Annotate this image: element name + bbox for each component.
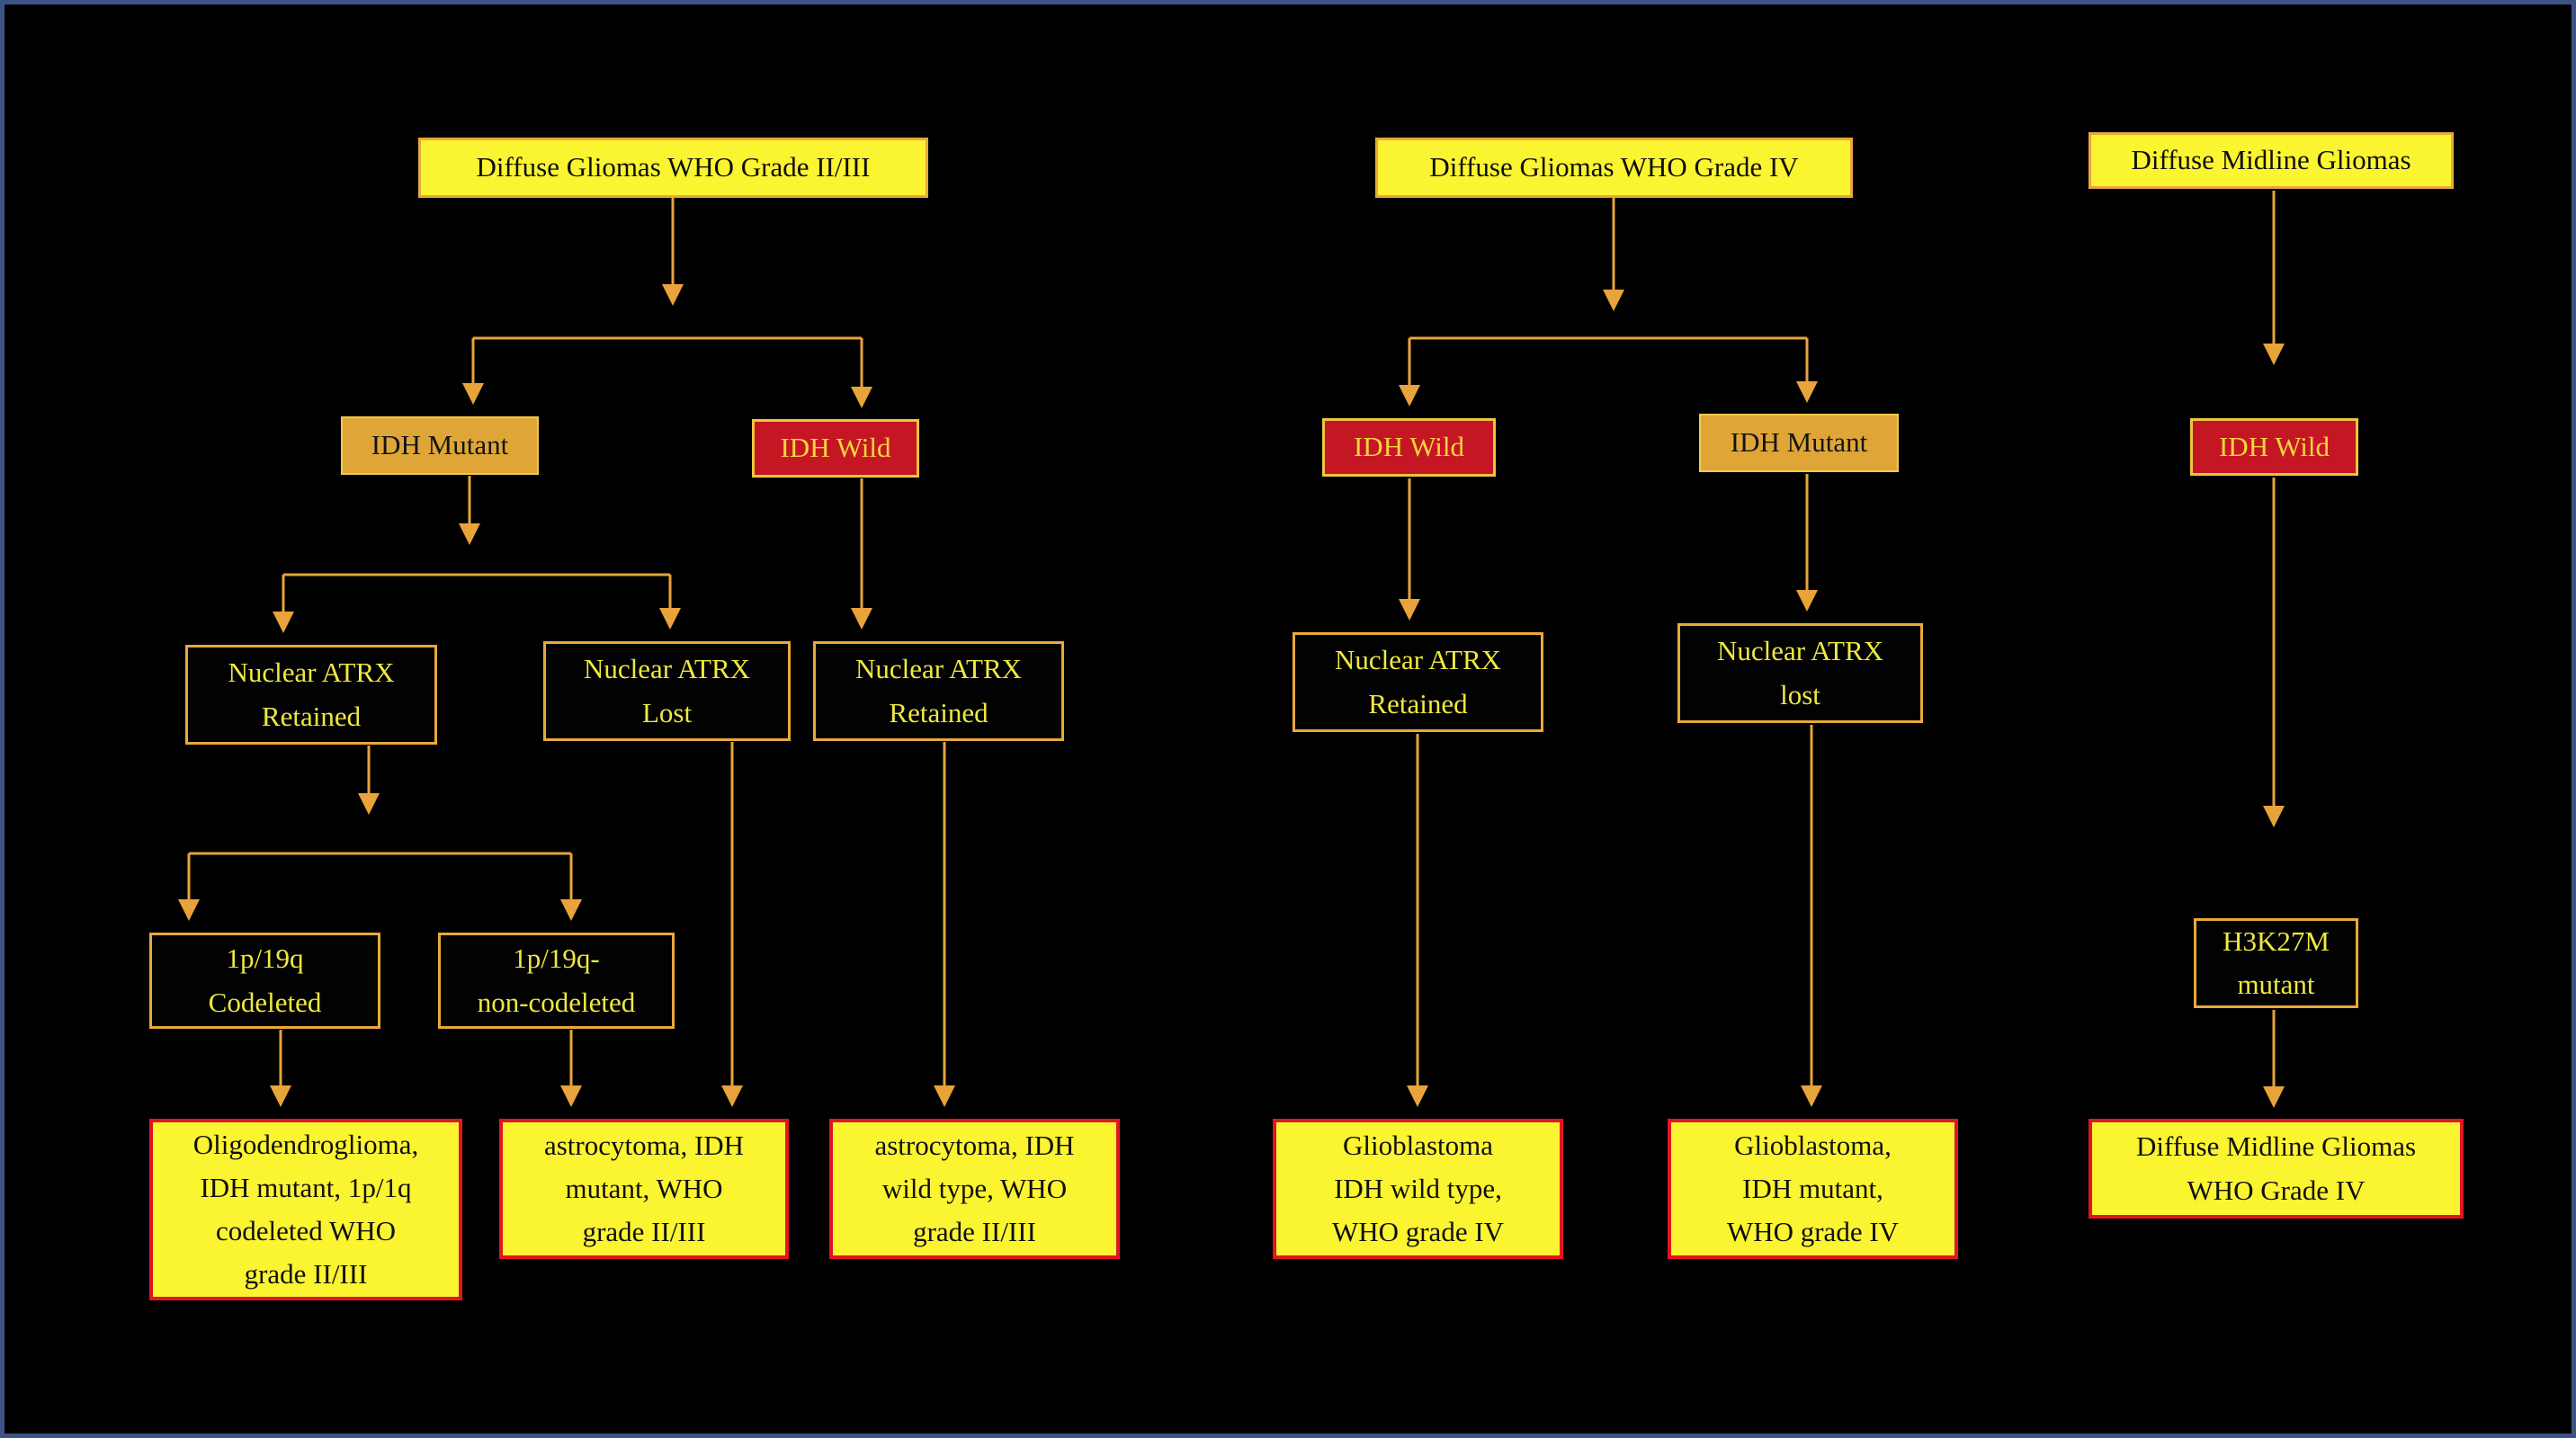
- node-diffuse-gliomas-grade-4: Diffuse Gliomas WHO Grade IV: [1375, 138, 1853, 198]
- node-l-1p19q-codeleted: 1p/19q Codeleted: [149, 933, 380, 1029]
- node-l-idh-mutant: IDH Mutant: [341, 416, 539, 475]
- node-r-idh-wild: IDH Wild: [2190, 418, 2358, 476]
- node-m-idh-mutant: IDH Mutant: [1699, 414, 1899, 472]
- node-l-atrx-retained-b: Nuclear ATRX Retained: [813, 641, 1064, 741]
- node-diffuse-midline-gliomas: Diffuse Midline Gliomas: [2089, 132, 2454, 189]
- node-outcome-astrocytoma-idh-wild: astrocytoma, IDH wild type, WHO grade II…: [829, 1119, 1120, 1259]
- connector-layer: [178, 191, 2285, 1108]
- node-l-idh-wild: IDH Wild: [752, 419, 919, 478]
- node-r-h3k27m-mutant: H3K27M mutant: [2194, 918, 2358, 1008]
- node-l-atrx-lost: Nuclear ATRX Lost: [543, 641, 791, 741]
- node-diffuse-gliomas-grade-2-3: Diffuse Gliomas WHO Grade II/III: [418, 138, 928, 198]
- node-l-atrx-retained-a: Nuclear ATRX Retained: [185, 645, 437, 745]
- node-l-1p19q-non-codeleted: 1p/19q- non-codeleted: [438, 933, 675, 1029]
- node-outcome-glioblastoma-idh-wild: Glioblastoma IDH wild type, WHO grade IV: [1273, 1119, 1563, 1259]
- node-m-atrx-retained: Nuclear ATRX Retained: [1292, 632, 1543, 732]
- node-outcome-diffuse-midline-grade-4: Diffuse Midline Gliomas WHO Grade IV: [2089, 1119, 2464, 1219]
- node-outcome-astrocytoma-idh-mutant: astrocytoma, IDH mutant, WHO grade II/II…: [499, 1119, 789, 1259]
- node-m-atrx-lost: Nuclear ATRX lost: [1677, 623, 1923, 723]
- node-outcome-oligodendroglioma: Oligodendroglioma, IDH mutant, 1p/1q cod…: [149, 1119, 462, 1300]
- node-m-idh-wild: IDH Wild: [1322, 418, 1496, 477]
- node-outcome-glioblastoma-idh-mutant: Glioblastoma, IDH mutant, WHO grade IV: [1668, 1119, 1958, 1259]
